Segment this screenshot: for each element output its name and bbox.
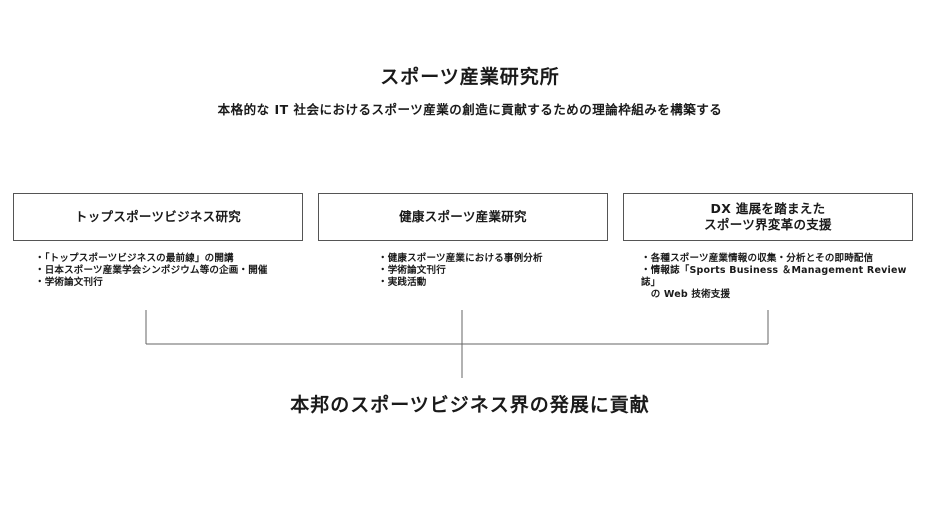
dx-support-box: DX 進展を踏まえた スポーツ界変革の支援 (623, 193, 913, 241)
top-sports-business-list: ・「トップスポーツビジネスの最前線」の開講 ・日本スポーツ産業学会シンポジウム等… (35, 253, 305, 289)
list-item: ・健康スポーツ産業における事例分析 (378, 253, 543, 264)
box-heading: トップスポーツビジネス研究 (74, 209, 242, 224)
health-sports-industry-box: 健康スポーツ産業研究 (318, 193, 608, 241)
diagram-subtitle: 本格的な IT 社会におけるスポーツ産業の創造に貢献するための理論枠組みを構築す… (217, 102, 723, 117)
box-heading: DX 進展を踏まえた スポーツ界変革の支援 (704, 201, 832, 232)
list-item: ・各種スポーツ産業情報の収集・分析とその即時配信 (641, 253, 874, 264)
list-item: ・情報誌「Sports Business ＆Management Review … (641, 265, 907, 300)
diagram-title: スポーツ産業研究所 (380, 66, 560, 88)
list-item: ・学術論文刊行 (35, 277, 103, 288)
health-sports-industry-list: ・健康スポーツ産業における事例分析 ・学術論文刊行 ・実践活動 (378, 253, 608, 289)
conclusion-text: 本邦のスポーツビジネス界の発展に貢献 (290, 394, 650, 416)
box-heading: 健康スポーツ産業研究 (399, 209, 527, 224)
list-item: ・実践活動 (378, 277, 427, 288)
list-item: ・日本スポーツ産業学会シンポジウム等の企画・開催 (35, 265, 268, 276)
dx-support-list: ・各種スポーツ産業情報の収集・分析とその即時配信 ・情報誌「Sports Bus… (641, 253, 921, 301)
top-sports-business-box: トップスポーツビジネス研究 (13, 193, 303, 241)
list-item: ・学術論文刊行 (378, 265, 446, 276)
list-item: ・「トップスポーツビジネスの最前線」の開講 (35, 253, 234, 264)
